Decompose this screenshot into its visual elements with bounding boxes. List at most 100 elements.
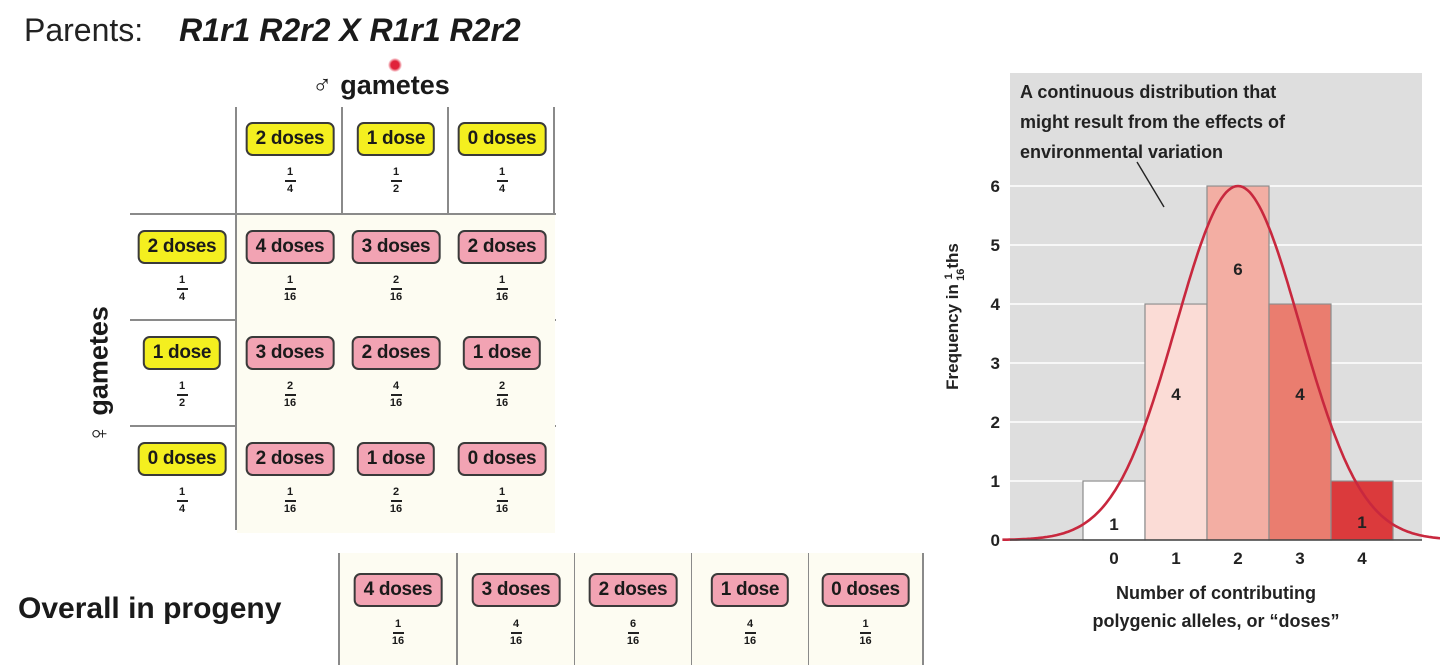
dose-chip: 1 dose (462, 336, 542, 370)
dose-chip: 4 doses (245, 230, 335, 264)
grid-line (338, 553, 340, 665)
male-symbol-icon: ♂ (312, 70, 333, 100)
dose-chip: 2 doses (245, 122, 335, 156)
dose-chip: 2 doses (137, 230, 227, 264)
y-tick-label: 1 (991, 472, 1000, 491)
dose-chip: 4 doses (353, 573, 443, 607)
x-tick-label: 4 (1357, 549, 1367, 568)
distribution-curve (1002, 184, 1440, 541)
annotation-text: might result from the effects of (1020, 112, 1286, 132)
grid-line (235, 107, 237, 530)
dose-chip: 0 doses (457, 442, 547, 476)
male-gametes-title: ♂gametes (312, 70, 450, 101)
dose-chip: 1 dose (356, 122, 436, 156)
bar-value-label: 4 (1295, 385, 1305, 404)
female-gametes-title: ♀ gametes (84, 306, 115, 444)
y-tick-label: 6 (991, 177, 1000, 196)
female-gametes-label: gametes (83, 306, 114, 416)
overall-progeny-label: Overall in progeny (18, 592, 282, 625)
dose-chip: 1 dose (710, 573, 790, 607)
bar-value-label: 6 (1233, 260, 1242, 279)
bar-value-label: 4 (1171, 385, 1181, 404)
dose-chip: 0 doses (821, 573, 910, 607)
y-axis-label: Frequency in 116ths (943, 243, 967, 390)
dose-chip: 2 doses (245, 442, 335, 476)
y-tick-label: 3 (991, 354, 1000, 373)
grid-line (922, 553, 924, 665)
dose-chip: 2 doses (457, 230, 547, 264)
annotation-text: A continuous distribution that (1020, 82, 1276, 102)
dose-chip: 1 dose (356, 442, 436, 476)
parents-label: Parents: (24, 12, 144, 48)
histogram-bar (1144, 303, 1208, 541)
dose-chip: 0 doses (137, 442, 227, 476)
histogram-bar (1330, 480, 1394, 541)
y-tick-label: 4 (991, 295, 1001, 314)
dose-chip: 3 doses (245, 336, 335, 370)
x-axis-label: polygenic alleles, or “doses” (1092, 611, 1339, 631)
x-axis-label: Number of contributing (1116, 583, 1316, 603)
grid-line (690, 553, 692, 665)
male-gametes-label: gametes (340, 70, 450, 100)
bar-value-label: 1 (1109, 515, 1118, 534)
histogram-bar (1206, 185, 1270, 541)
histogram-bar (1268, 303, 1332, 541)
female-symbol-icon: ♀ (83, 423, 114, 444)
mouse-pointer-highlight (388, 58, 402, 72)
parents-cross: R1r1 R2r2 X R1r1 R2r2 (179, 12, 521, 48)
dose-chip: 3 doses (471, 573, 561, 607)
x-tick-label: 1 (1171, 549, 1180, 568)
annotation-leader-line (1136, 161, 1165, 208)
y-tick-label: 2 (991, 413, 1000, 432)
x-tick-label: 3 (1295, 549, 1304, 568)
x-tick-label: 2 (1233, 549, 1242, 568)
dose-chip: 2 doses (351, 336, 441, 370)
dose-chip: 0 doses (457, 122, 547, 156)
bar-value-label: 1 (1357, 513, 1366, 532)
y-tick-label: 5 (991, 236, 1000, 255)
grid-line (130, 213, 556, 215)
grid-line (573, 553, 575, 665)
x-tick-label: 0 (1109, 549, 1118, 568)
y-tick-label: 0 (991, 531, 1000, 550)
annotation-text: environmental variation (1020, 142, 1223, 162)
dose-chip: 3 doses (351, 230, 441, 264)
dose-chip: 1 dose (142, 336, 222, 370)
